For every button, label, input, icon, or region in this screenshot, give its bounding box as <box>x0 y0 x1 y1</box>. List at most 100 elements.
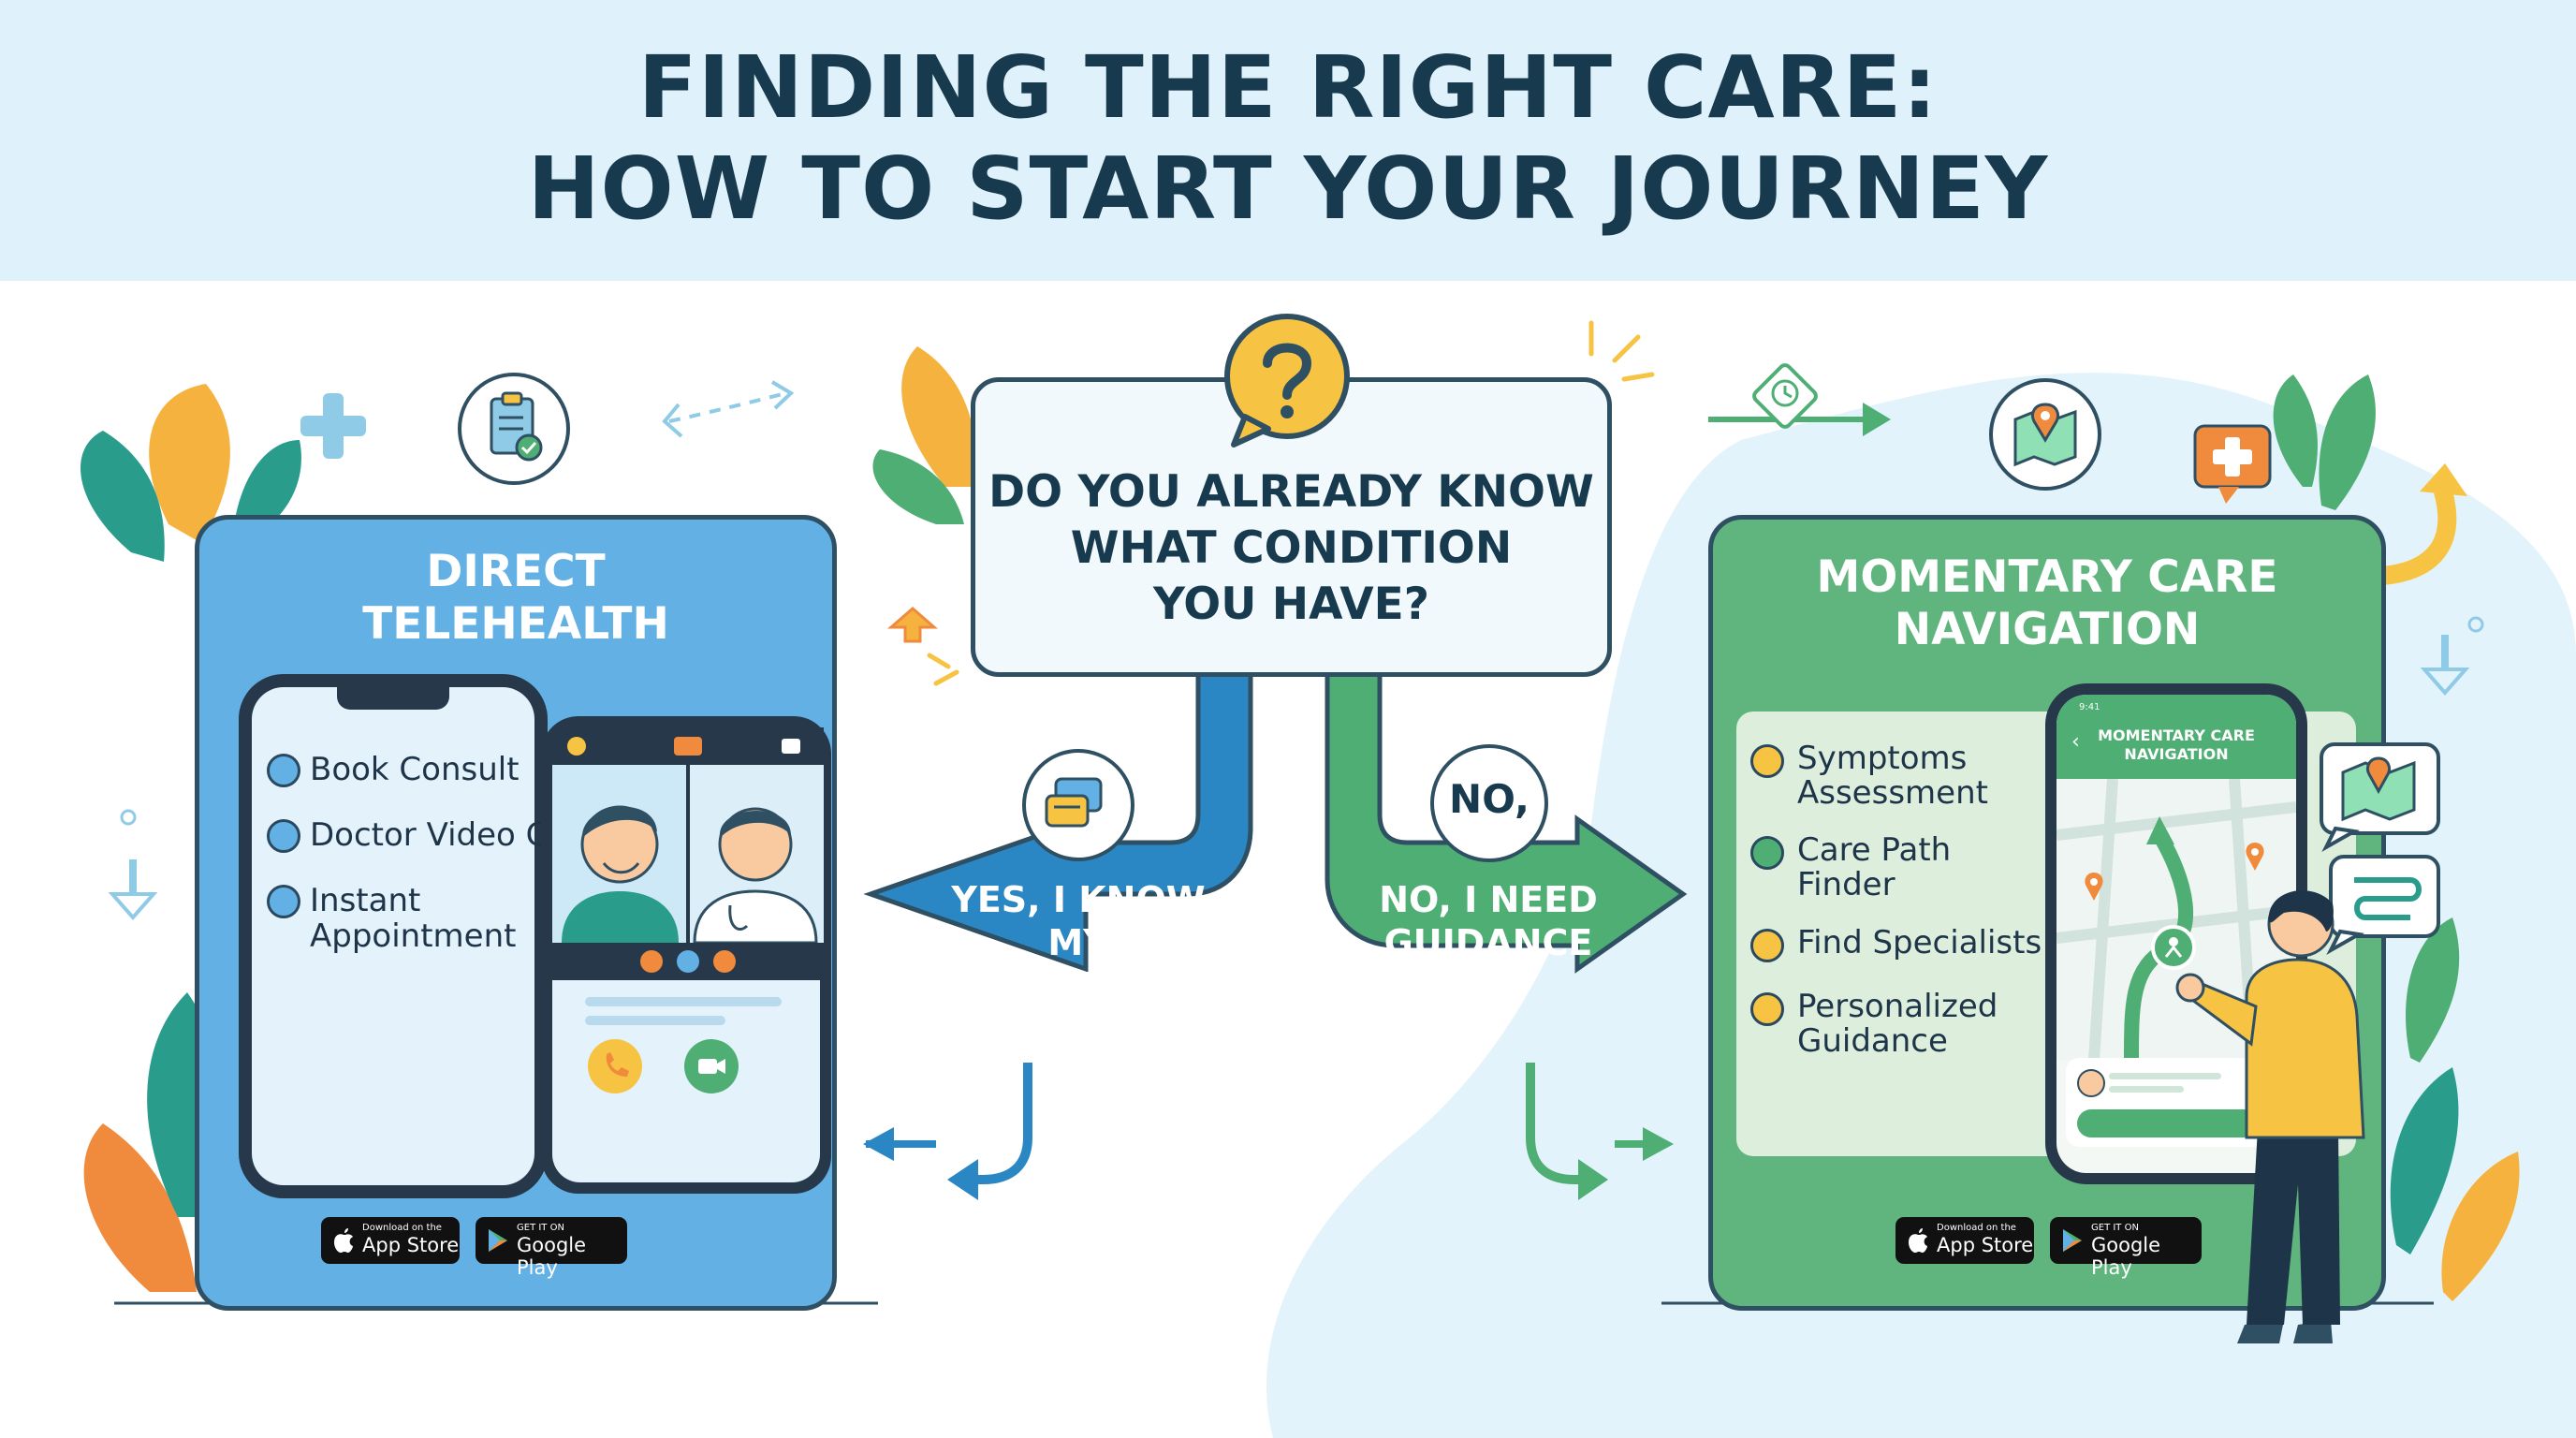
google-play-small-text-right: GET IT ON <box>2091 1223 2139 1233</box>
google-play-small-text: GET IT ON <box>517 1223 564 1233</box>
feature-book-consult[interactable]: Book Consult <box>310 751 520 788</box>
right-panel-title-line-2: NAVIGATION <box>1894 604 2201 655</box>
doctor-avatar <box>2077 1069 2105 1097</box>
feature-instant[interactable]: Instant <box>310 882 421 919</box>
video-icon <box>267 819 300 853</box>
sparkle-lines-top-icon <box>1588 320 1655 382</box>
feature-doctor-video-call[interactable]: Doctor Video Call <box>310 816 586 854</box>
card-text-line <box>2109 1073 2221 1079</box>
right-leaves <box>2273 374 2520 1301</box>
feature-personalized[interactable]: Personalized <box>1797 988 1998 1025</box>
yes-turn-arrow-icon <box>863 1063 1032 1200</box>
left-panel-title: DIRECT TELEHEALTH <box>199 546 832 651</box>
medical-bubble-icon <box>2193 424 2272 504</box>
feature-appointment[interactable]: Appointment <box>310 917 517 955</box>
google-play-icon <box>489 1229 507 1252</box>
right-panel-title: MOMENTARY CARE NAVIGATION <box>1713 551 2381 656</box>
feature-finder[interactable]: Finder <box>1797 866 1895 903</box>
yes-arrow-label: YES, I KNOW MY DIAGNOSIS <box>938 878 1219 1007</box>
person-figure <box>2175 890 2365 1343</box>
app-store-badge-right[interactable]: Download on the App Store <box>1895 1217 2034 1264</box>
feature-care-path[interactable]: Care Path <box>1797 831 1952 869</box>
floating-map-icons <box>2320 742 2440 955</box>
small-circle-right-icon <box>2467 616 2484 633</box>
feature-guidance[interactable]: Guidance <box>1797 1022 1948 1060</box>
lightning-icon <box>267 885 300 918</box>
google-play-icon-right <box>2063 1229 2082 1252</box>
direct-telehealth-panel: DIRECT TELEHEALTH Book Consult Doctor Vi… <box>195 515 837 1311</box>
title-line-2: HOW TO START YOUR JOURNEY <box>527 139 2049 239</box>
google-play-large-text-right: Google Play <box>2091 1234 2161 1279</box>
camera-icon <box>698 1059 725 1074</box>
card-text-line-2 <box>2109 1086 2184 1093</box>
back-chevron-icon[interactable]: ‹ <box>2071 730 2080 754</box>
phone-call-button[interactable] <box>588 1039 642 1093</box>
navigation-phone-header: 9:41 ‹ MOMENTARY CARE NAVIGATION <box>2056 695 2296 779</box>
curved-arrow-head-icon <box>2420 463 2467 496</box>
app-store-small-text: Download on the <box>362 1223 442 1233</box>
no-label-line-1: NO, I NEED <box>1379 879 1598 920</box>
down-arrow-outline-right-icon <box>2420 635 2470 697</box>
question-line-2: WHAT CONDITION <box>1070 522 1513 574</box>
clock-arrow-icon <box>1708 363 1891 436</box>
clipboard-icon <box>458 373 570 485</box>
phone-notch <box>337 687 449 710</box>
question-mark-icon <box>1224 314 1350 448</box>
no-arrow-label: NO, I NEED GUIDANCE <box>1348 878 1629 964</box>
video-call-button[interactable] <box>684 1039 739 1093</box>
calendar-icon <box>267 754 300 787</box>
feature-symptoms[interactable]: Symptoms <box>1797 740 1968 777</box>
feature-assessment[interactable]: Assessment <box>1797 774 1988 812</box>
map-pin-icon <box>1989 378 2101 491</box>
header-banner: FINDING THE RIGHT CARE: HOW TO START YOU… <box>0 0 2576 281</box>
app-store-small-text-right: Download on the <box>1937 1223 2016 1233</box>
phone-header-title: MOMENTARY CARE NAVIGATION <box>2056 726 2296 764</box>
phone-icon <box>606 1052 629 1077</box>
video-call-view <box>552 727 824 980</box>
left-panel-title-line-1: DIRECT <box>426 546 606 597</box>
care-path-icon <box>1750 836 1784 870</box>
navigation-action-button[interactable] <box>2077 1109 2276 1137</box>
plus-icon <box>300 393 366 459</box>
google-play-large-text: Google Play <box>517 1234 587 1279</box>
feature-find-specialists[interactable]: Find Specialists <box>1797 924 2042 961</box>
personalized-icon <box>1750 992 1784 1026</box>
phone-time: 9:41 <box>2079 702 2100 712</box>
question-text: DO YOU ALREADY KNOW WHAT CONDITION YOU H… <box>975 464 1607 633</box>
left-panel-title-line-2: TELEHEALTH <box>362 598 669 650</box>
app-store-large-text: App Store <box>362 1234 460 1256</box>
curved-arrow-icon <box>2373 482 2457 585</box>
no-badge-text: NO, <box>1449 776 1530 822</box>
phone-header-line-1: MOMENTARY CARE <box>2098 726 2255 744</box>
app-store-badge-left[interactable]: Download on the App Store <box>321 1217 460 1264</box>
apple-icon <box>334 1228 353 1253</box>
google-play-badge-right[interactable]: GET IT ON Google Play <box>2050 1217 2202 1279</box>
yes-arrow <box>863 662 1253 973</box>
no-label-line-2: GUIDANCE <box>1383 922 1593 963</box>
sparkle-lines-left-icon <box>927 653 959 686</box>
no-arrow <box>1325 662 1688 974</box>
yes-label-line-2: MY DIAGNOSIS <box>966 922 1191 1006</box>
momentary-care-navigation-panel: MOMENTARY CARE NAVIGATION Symptoms Asses… <box>1708 515 2386 1311</box>
question-line-3: YOU HAVE? <box>1152 579 1430 630</box>
question-line-1: DO YOU ALREADY KNOW <box>988 466 1594 518</box>
symptoms-icon <box>1750 744 1784 778</box>
left-leaves-top <box>80 384 301 562</box>
apple-icon-right <box>1909 1228 1927 1253</box>
yes-label-line-1: YES, I KNOW <box>951 879 1206 920</box>
dashed-double-arrow-icon <box>662 380 795 438</box>
down-arrow-outline-icon <box>108 859 158 921</box>
small-circle-icon <box>120 809 137 826</box>
right-panel-title-line-1: MOMENTARY CARE <box>1816 551 2278 603</box>
title-line-1: FINDING THE RIGHT CARE: <box>637 37 1939 138</box>
specialists-icon <box>1750 929 1784 962</box>
call-status-bar-2 <box>585 1016 725 1025</box>
no-badge: NO, <box>1430 744 1548 862</box>
chat-bubble-icon <box>1022 749 1134 861</box>
call-status-bar <box>585 997 782 1006</box>
no-turn-arrow-icon <box>1526 1063 1674 1200</box>
center-leaves <box>872 346 976 524</box>
app-store-large-text-right: App Store <box>1937 1234 2034 1256</box>
google-play-badge-left[interactable]: GET IT ON Google Play <box>476 1217 627 1279</box>
phone-header-line-2: NAVIGATION <box>2124 745 2229 763</box>
